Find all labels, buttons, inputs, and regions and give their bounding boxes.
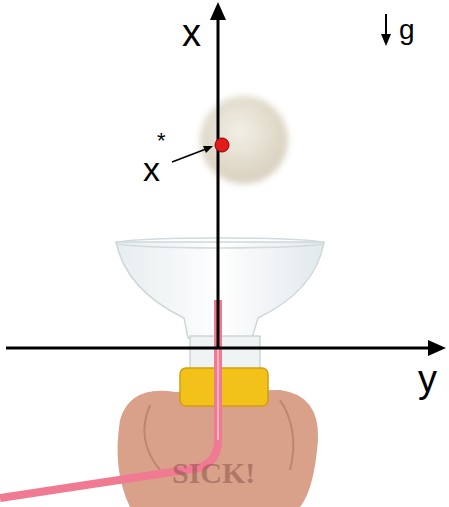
finger-line (144, 405, 160, 470)
leader-line (172, 149, 206, 162)
axis-arrowhead (210, 2, 226, 20)
bottle-neck (190, 336, 260, 372)
point-marker (215, 138, 229, 152)
axis-label: x (182, 14, 201, 52)
axis-arrowhead (428, 340, 446, 356)
axis-label: y (418, 360, 437, 398)
leader-arrowhead (203, 146, 213, 153)
funnel-rim (116, 238, 324, 248)
watermark: SICK! (172, 458, 255, 488)
point-label-star: * (157, 130, 166, 152)
y-axis (6, 347, 434, 350)
bottle-cap (180, 368, 268, 406)
gravity-label: g (399, 16, 415, 44)
ball (200, 96, 288, 184)
gravity-arrow (385, 14, 387, 36)
gravity-arrowhead (381, 34, 391, 46)
x-axis (217, 14, 220, 348)
finger-line (280, 400, 293, 470)
point-label: x (143, 152, 160, 186)
